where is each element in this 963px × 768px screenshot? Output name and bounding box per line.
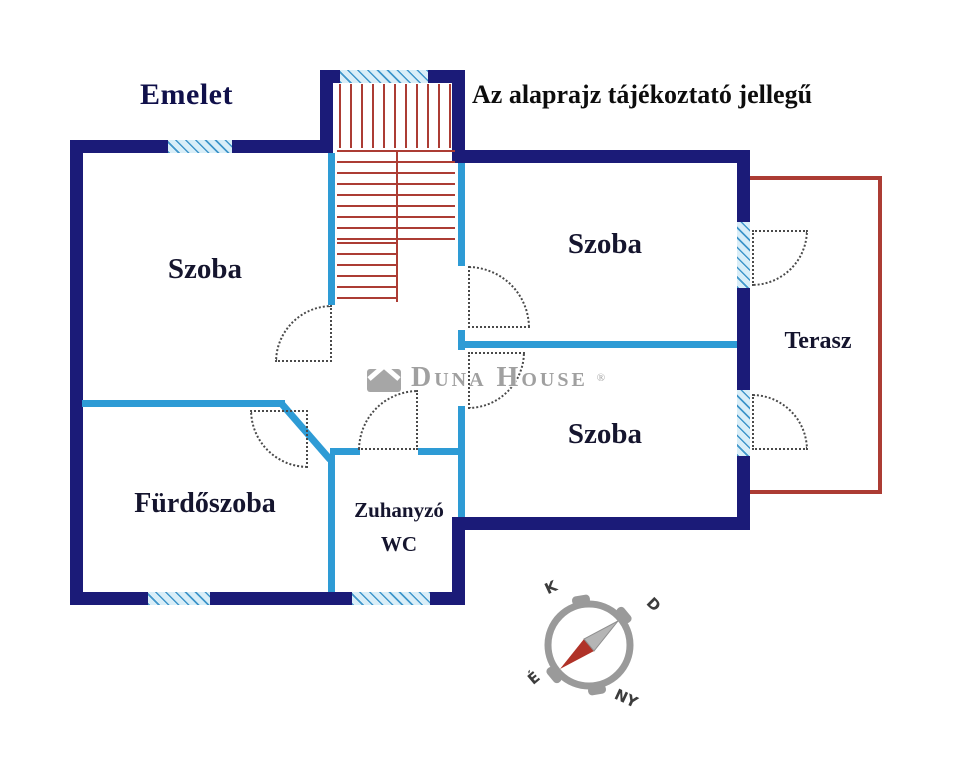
compass-label-west: NY xyxy=(612,685,642,712)
wall-stairs-left xyxy=(328,153,335,305)
room-label-szoba-bottom-right: Szoba xyxy=(567,418,643,450)
wall-shower-top-b xyxy=(418,448,458,455)
duna-house-watermark: Duna House ® xyxy=(366,362,605,394)
door-arc-szoba-left xyxy=(275,305,332,362)
stair-flight-top xyxy=(339,84,451,148)
wall-hall-vertical-c xyxy=(458,406,465,517)
door-arc-zuhanyzo xyxy=(358,390,418,450)
stair-divider-line xyxy=(396,150,398,302)
wall-outer-top-right xyxy=(452,150,750,163)
door-arc-szoba-top-right xyxy=(468,266,530,328)
window-top-left xyxy=(168,140,232,153)
compass-label-south: D xyxy=(643,594,665,616)
wall-outer-bottom-right xyxy=(452,517,750,530)
compass-label-north: É xyxy=(523,667,543,688)
wall-stairwell-right xyxy=(452,70,465,163)
watermark-brand-text: Duna House xyxy=(411,362,588,393)
window-terrace-upper xyxy=(737,222,750,288)
window-terrace-lower xyxy=(737,390,750,456)
compass-rose: K D É NY xyxy=(523,576,665,712)
wall-stairwell-left xyxy=(320,70,333,153)
wall-outer-step xyxy=(452,517,465,605)
wall-shower-top-a xyxy=(330,448,360,455)
window-stairwell xyxy=(340,70,428,83)
terrace-outline xyxy=(750,176,882,494)
room-label-szoba-top-right: Szoba xyxy=(567,228,643,260)
wall-outer-right xyxy=(737,150,750,530)
room-label-wc: WC xyxy=(380,532,418,556)
page-title: Emelet xyxy=(140,78,233,111)
compass-needle-north xyxy=(560,639,594,669)
wall-outer-left xyxy=(70,140,83,605)
door-arc-furdoszoba xyxy=(250,410,308,468)
wall-hall-vertical-a xyxy=(458,163,465,266)
room-label-terasz: Terasz xyxy=(784,328,852,354)
compass-lug xyxy=(616,606,632,624)
disclaimer-text: Az alaprajz tájékoztató jellegű xyxy=(472,80,813,109)
wall-rooms-divider xyxy=(458,341,737,348)
house-icon xyxy=(367,363,401,392)
room-label-furdoszoba: Fürdőszoba xyxy=(134,488,276,519)
room-label-zuhanyzo: Zuhanyzó xyxy=(354,498,444,522)
stair-flight-lower xyxy=(337,242,398,302)
room-label-szoba-left: Szoba xyxy=(167,253,243,285)
compass-label-east: K xyxy=(542,576,561,598)
window-bottom-left xyxy=(148,592,210,605)
wall-hall-vertical-b xyxy=(458,330,465,350)
registered-mark: ® xyxy=(596,372,606,384)
window-bottom-middle xyxy=(352,592,430,605)
wall-bath-shower-divider xyxy=(328,455,335,592)
compass-lug xyxy=(546,666,562,684)
wall-szoba-bath-divider xyxy=(82,400,285,407)
compass-needle-south xyxy=(583,620,619,652)
